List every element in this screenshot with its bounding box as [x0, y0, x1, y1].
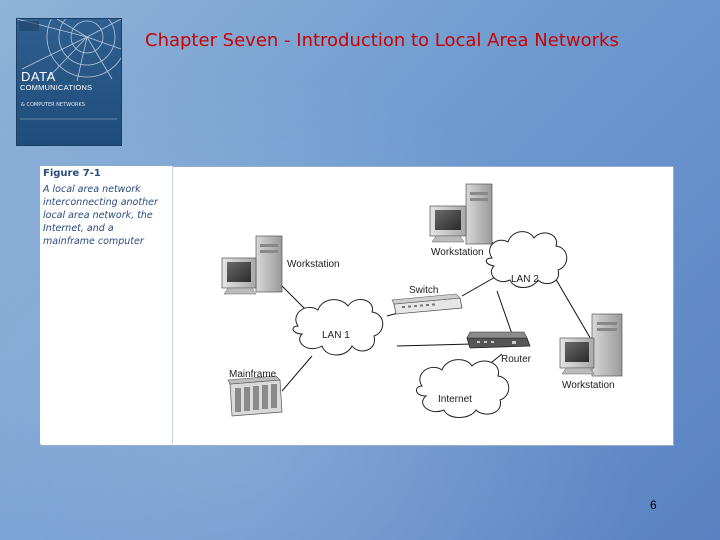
slide-title: Chapter Seven - Introduction to Local Ar…	[145, 30, 619, 51]
lan1-cloud	[292, 298, 384, 356]
book-cover-graphic	[17, 19, 121, 120]
switch-label: Switch	[409, 285, 438, 296]
book-title-line2: COMMUNICATIONS	[20, 83, 93, 92]
switch-device	[391, 293, 463, 315]
book-title: DATA	[21, 69, 56, 84]
figure-caption-column	[40, 166, 173, 444]
lan2-cloud	[485, 231, 568, 288]
network-diagram: LAN 2 LAN 1 Internet Switch Router	[221, 183, 623, 418]
mainframe-label: Mainframe	[229, 369, 277, 380]
figure-number: Figure 7-1	[43, 168, 101, 179]
workstation-right-computer	[559, 313, 623, 377]
lan1-label: LAN 1	[322, 330, 350, 341]
figure-caption: A local area network interconnecting ano…	[43, 184, 158, 247]
router-device	[466, 331, 531, 349]
page-number: 6	[650, 498, 657, 512]
router-label: Router	[501, 354, 532, 365]
workstation-right-label: Workstation	[562, 380, 615, 391]
workstation-top-computer	[429, 183, 493, 245]
book-cover-image: DATA COMMUNICATIONS & COMPUTER NETWORKS	[16, 18, 122, 146]
mainframe-computer	[227, 375, 283, 417]
workstation-left-computer	[221, 235, 283, 295]
internet-label: Internet	[438, 394, 472, 405]
internet-cloud	[416, 359, 510, 418]
book-subtitle: & COMPUTER NETWORKS	[21, 102, 85, 108]
lan2-label: LAN 2	[511, 274, 539, 285]
workstation-left-label: Workstation	[287, 259, 340, 270]
workstation-top-label: Workstation	[431, 247, 484, 258]
